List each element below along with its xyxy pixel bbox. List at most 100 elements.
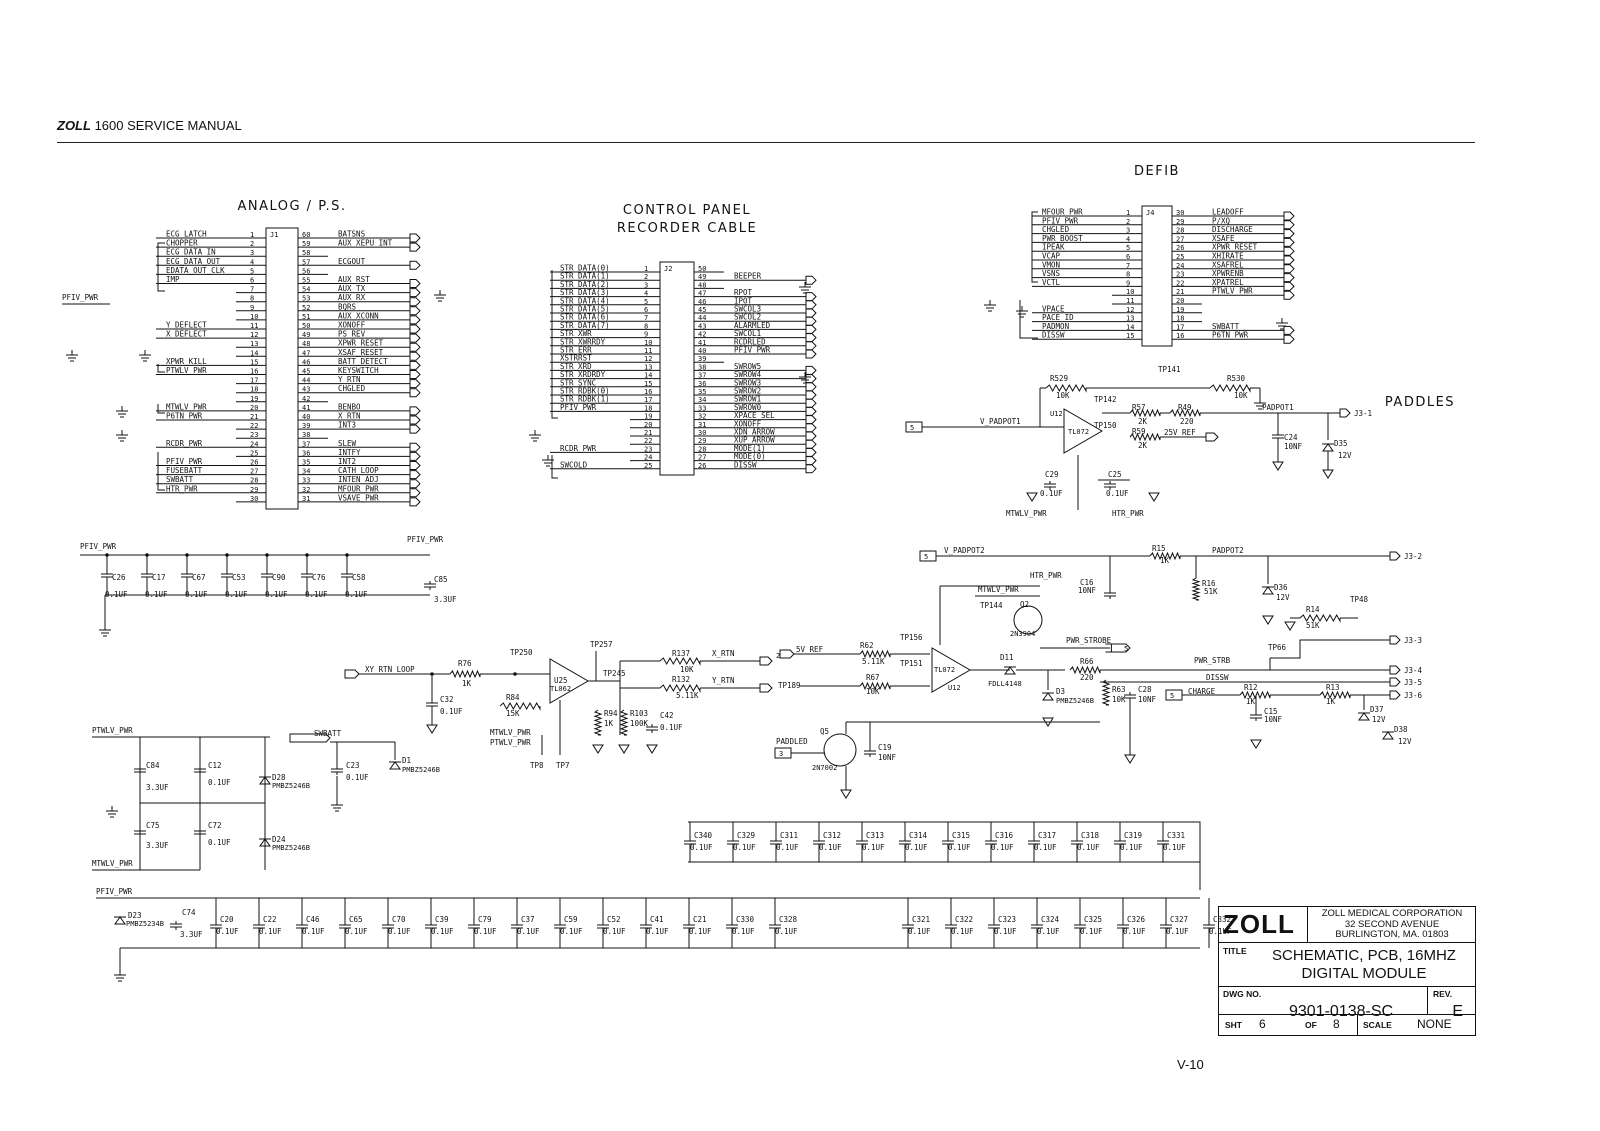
- d24-ref: D24: [272, 835, 286, 844]
- j4-net-label: VCAP: [1042, 252, 1061, 261]
- j4-net-label: XPWRENB: [1212, 269, 1244, 278]
- j2-net-flag: [805, 365, 817, 375]
- bypass3-cap-value: 0.1UF: [951, 927, 974, 936]
- bypass3-cap-ref: C324: [1041, 915, 1060, 924]
- j2-net-flag: [805, 456, 817, 466]
- j1-pin-number: 5: [250, 267, 254, 275]
- j4-net-flag: [1283, 273, 1295, 283]
- j3-3-flag: [1389, 635, 1401, 645]
- j2-net-label: RPOT: [734, 288, 753, 297]
- j2-net-label: STR_DATA(7): [560, 321, 610, 330]
- tp151-label: TP151: [900, 659, 923, 668]
- tp189-label: TP189: [778, 681, 801, 690]
- r94-ground: [592, 744, 604, 754]
- pwr-strb-label: PWR_STRB: [1194, 656, 1231, 665]
- junction-dot: [225, 553, 229, 557]
- c25-ref: C25: [1108, 470, 1122, 479]
- tp245-label: TP245: [603, 669, 626, 678]
- bypass2-cap-value: 0.1UF: [776, 843, 799, 852]
- j1-pin-number: 14: [250, 349, 258, 357]
- bypass3-cap-ref: C21: [693, 915, 707, 924]
- bypass1-net-label-right: PFIV_PWR: [407, 535, 444, 544]
- r529-ref: R529: [1050, 374, 1068, 383]
- j1-net-label: Y_RTN: [338, 375, 361, 384]
- j1-pin-number: 13: [250, 340, 258, 348]
- j4-net-flag: [1283, 264, 1295, 274]
- bypass2-cap-value: 0.1UF: [690, 843, 713, 852]
- c74-ref: C74: [182, 908, 196, 917]
- j1-left-bus: [157, 242, 165, 292]
- j2-net-flag: [805, 415, 817, 425]
- drawing-title-line1: SCHEMATIC, PCB, 16MHZ: [1272, 947, 1456, 964]
- j2-body: [659, 261, 695, 476]
- j1-pin-number: 34: [302, 468, 310, 476]
- j1-pin-number: 20: [250, 404, 258, 412]
- j1-pin-number: 1: [250, 231, 254, 239]
- bypass3-cap-ref: C52: [607, 915, 621, 924]
- bypass3-cap-value: 0.1UF: [1209, 927, 1232, 936]
- r84: [499, 701, 541, 711]
- j2-pin-number: 49: [698, 273, 706, 281]
- j2-net-label: XONOFF: [734, 419, 762, 428]
- d23-value: PMBZ5234B: [126, 920, 164, 928]
- j2-pin-number: 23: [644, 445, 652, 453]
- j4-pin-number: 7: [1126, 262, 1130, 270]
- r49: [1169, 408, 1201, 418]
- j2-pin-number: 29: [698, 437, 706, 445]
- d24-value: PMBZ5246B: [272, 844, 310, 852]
- j1-pin-number: 49: [302, 331, 310, 339]
- j1-net-flag: [409, 470, 421, 480]
- r49-ref: R49: [1178, 403, 1192, 412]
- j2-net-flag: [805, 341, 817, 351]
- j1-net-flag: [409, 442, 421, 452]
- d3: [1042, 692, 1054, 701]
- j2-pin-number: 9: [644, 331, 648, 339]
- tp141-label: TP141: [1158, 365, 1181, 374]
- r67-ref: R67: [866, 673, 880, 682]
- bypass2-cap-ref: C317: [1038, 831, 1056, 840]
- d37-ref: D37: [1370, 705, 1384, 714]
- j1-net-flag: [409, 233, 421, 243]
- c28-ground: [1124, 754, 1136, 764]
- j1-net-flag: [409, 415, 421, 425]
- bypass3-cap-value: 0.1UF: [388, 927, 411, 936]
- j4-net-label: DISSW: [1042, 331, 1065, 340]
- j1-net-flag: [409, 497, 421, 507]
- j1-pin-number: 31: [302, 495, 310, 503]
- bypass3-cap-value: 0.1UF: [345, 927, 368, 936]
- j1-pin-number: 36: [302, 449, 310, 457]
- r62-value: 5.11K: [862, 657, 885, 666]
- j1-pin-number: 30: [250, 495, 258, 503]
- bypass1-cap-value: 0.1UF: [105, 590, 128, 599]
- c29-ground: [1026, 492, 1038, 502]
- bypass3-cap-value: 0.1UF: [646, 927, 669, 936]
- bypass2-cap-value: 0.1UF: [819, 843, 842, 852]
- j1-pin-number: 3: [250, 249, 254, 257]
- tp257-label: TP257: [590, 640, 613, 649]
- bypass3-cap-ref: C46: [306, 915, 320, 924]
- r16-value: 51K: [1204, 587, 1218, 596]
- bypass3-cap-ref: C39: [435, 915, 449, 924]
- j1-net-label: XPWR_RESET: [338, 339, 384, 348]
- strobe-htr-label: HTR_PWR: [1030, 571, 1062, 580]
- pwr-strobe-flag-flag: [1110, 643, 1131, 653]
- r137-value: 10K: [680, 665, 694, 674]
- bypass1-cap-value: 0.1UF: [225, 590, 248, 599]
- r530-value: 10K: [1234, 391, 1248, 400]
- tp156-label: TP156: [900, 633, 923, 642]
- header-rule: [57, 142, 1475, 143]
- mtwlv-net-label: MTWLV_PWR: [92, 859, 133, 868]
- j1-pin-number: 52: [302, 304, 310, 312]
- tp8-label: TP8: [530, 761, 544, 770]
- j2-pin-number: 35: [698, 388, 706, 396]
- j2-pin-number: 34: [698, 396, 706, 404]
- j4-net-label: XSAFREL: [1212, 260, 1244, 269]
- d36: [1262, 586, 1274, 595]
- j2-net-flag: [805, 406, 817, 416]
- j2-net-label: STR_DATA(0): [560, 264, 610, 273]
- j2-pin-number: 5: [644, 298, 648, 306]
- bypass1-cap-ref: C53: [232, 573, 246, 582]
- bypass1-cap-value: 0.1UF: [265, 590, 288, 599]
- x-rtn-label: X_RTN: [712, 649, 735, 658]
- xy-mtwlv-label: MTWLV_PWR: [490, 728, 531, 737]
